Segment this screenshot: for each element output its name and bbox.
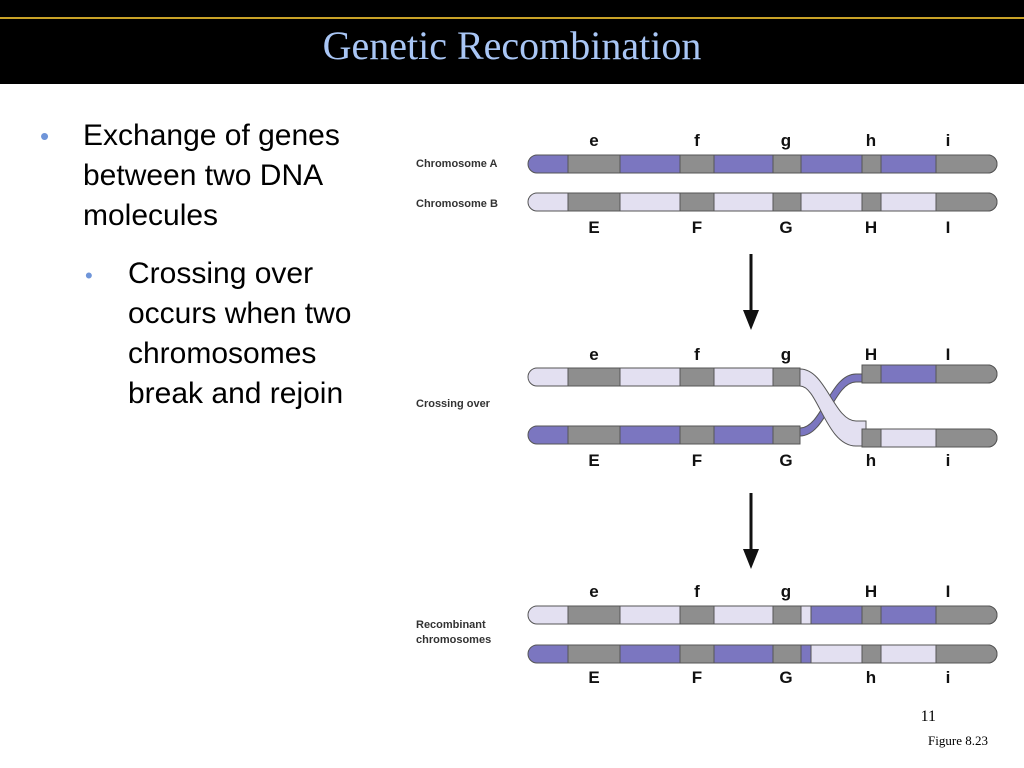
gene-labels-bottom-2: E F G h i xyxy=(588,451,950,470)
gene-label: H xyxy=(865,582,877,601)
gene-labels-top-3: e f g H I xyxy=(589,582,950,601)
gene-label: f xyxy=(694,131,700,150)
arrow-down-icon xyxy=(743,254,759,330)
gene-labels-top-1: e f g h i xyxy=(589,131,950,150)
recombinant-label-line1: Recombinant xyxy=(416,619,486,631)
gene-label: e xyxy=(589,131,598,150)
gene-label: E xyxy=(588,218,599,237)
gene-label: i xyxy=(946,668,951,687)
chromatid-bottom-right xyxy=(861,428,998,448)
gene-label: h xyxy=(866,131,876,150)
chromosome-b-label: Chromosome B xyxy=(416,198,498,210)
title-rule xyxy=(0,17,1024,19)
chromosome-a-label: Chromosome A xyxy=(416,158,498,170)
gene-label: i xyxy=(946,131,951,150)
bullet-item-sub: • Crossing over occurs when two chromoso… xyxy=(85,254,380,414)
gene-label: F xyxy=(692,218,702,237)
title-bar: Genetic Recombination xyxy=(0,0,1024,84)
gene-label: I xyxy=(946,345,951,364)
gene-label: i xyxy=(946,451,951,470)
stage-2-crossing-over: Crossing over e f g H I E F G h i xyxy=(416,345,998,470)
gene-label: e xyxy=(589,582,598,601)
gene-label: g xyxy=(781,131,791,150)
gene-labels-top-2: e f g H I xyxy=(589,345,950,364)
bullet-item-main: • Exchange of genes between two DNA mole… xyxy=(40,116,380,236)
chromosome-a xyxy=(527,154,998,174)
sub-bullet-icon: • xyxy=(85,263,93,288)
stage-1-original-chromosomes: Chromosome A Chromosome B e f g h i E F … xyxy=(416,131,998,237)
recombinant-label-line2: chromosomes xyxy=(416,634,491,646)
recombinant-chromosome-1 xyxy=(527,605,998,625)
gene-label: G xyxy=(779,451,792,470)
gene-label: g xyxy=(781,582,791,601)
arrow-down-icon xyxy=(743,493,759,569)
bullet-icon: • xyxy=(40,121,50,151)
gene-label: e xyxy=(589,345,598,364)
chromatid-bottom-left xyxy=(527,425,801,445)
gene-labels-bottom-3: E F G h i xyxy=(588,668,950,687)
gene-label: I xyxy=(946,218,951,237)
chromatid-top-left xyxy=(527,367,801,387)
gene-label: f xyxy=(694,582,700,601)
gene-label: H xyxy=(865,218,877,237)
page-number: 11 xyxy=(920,708,936,725)
bullet-text-sub: Crossing over occurs when two chromosome… xyxy=(128,257,352,410)
gene-label: G xyxy=(779,218,792,237)
slide-title: Genetic Recombination xyxy=(322,23,702,68)
gene-label: G xyxy=(779,668,792,687)
recombinant-chromosome-2 xyxy=(527,644,998,664)
gene-label: I xyxy=(946,582,951,601)
bullet-list: • Exchange of genes between two DNA mole… xyxy=(40,116,380,414)
gene-labels-bottom-1: E F G H I xyxy=(588,218,950,237)
bullet-text-main: Exchange of genes between two DNA molecu… xyxy=(83,119,340,232)
gene-label: g xyxy=(781,345,791,364)
chromosome-b xyxy=(527,192,998,212)
chromatid-top-right xyxy=(861,364,998,384)
stage-3-recombinant-chromosomes: Recombinant chromosomes e f g H I E F G … xyxy=(416,582,998,687)
gene-label: h xyxy=(866,668,876,687)
gene-label: h xyxy=(866,451,876,470)
gene-label: E xyxy=(588,451,599,470)
gene-label: f xyxy=(694,345,700,364)
gene-label: F xyxy=(692,668,702,687)
figure-reference: Figure 8.23 xyxy=(928,733,988,748)
gene-label: H xyxy=(865,345,877,364)
gene-label: E xyxy=(588,668,599,687)
crossing-over-label: Crossing over xyxy=(416,398,491,410)
gene-label: F xyxy=(692,451,702,470)
